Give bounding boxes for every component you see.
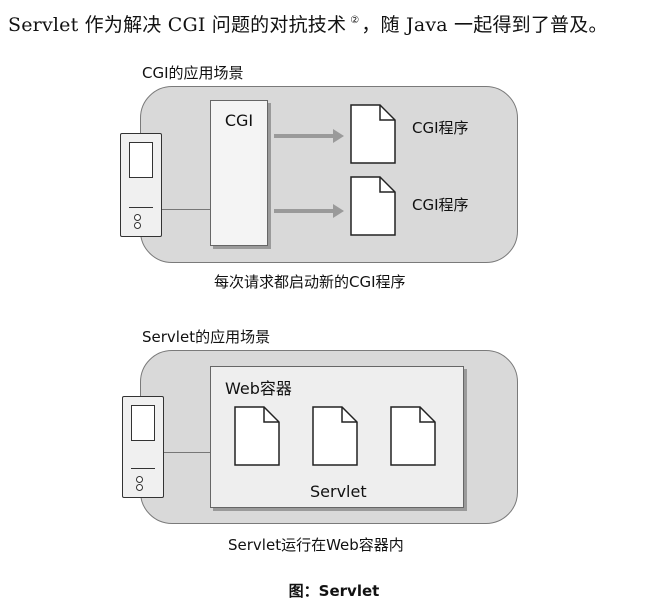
servlet-label: Servlet	[310, 482, 367, 501]
cgi-program-label: CGI程序	[412, 119, 469, 137]
server-icon	[122, 396, 164, 498]
servlet-scene-title: Servlet的应用场景	[142, 328, 271, 346]
server-screen	[129, 142, 153, 178]
document-icon	[390, 406, 436, 466]
server-icon	[120, 133, 162, 237]
intro-text-before: Servlet 作为解决 CGI 问题的对抗技术	[8, 14, 347, 36]
servlet-scene-caption: Servlet运行在Web容器内	[228, 536, 404, 554]
server-connector-line	[160, 209, 210, 210]
cgi-box: CGI	[210, 100, 268, 246]
intro-text-after: ，随 Java 一起得到了普及。	[361, 14, 608, 36]
cgi-scene-caption: 每次请求都启动新的CGI程序	[214, 273, 406, 291]
arrow-right-icon	[274, 129, 344, 143]
cgi-program-label: CGI程序	[412, 196, 469, 214]
server-slot	[131, 468, 155, 469]
server-knob	[136, 476, 143, 483]
footnote-marker: ②	[350, 15, 360, 26]
cgi-box-label: CGI	[224, 111, 254, 130]
document-icon	[234, 406, 280, 466]
document-icon	[312, 406, 358, 466]
server-slot	[129, 207, 153, 208]
document-icon	[350, 176, 396, 236]
server-knob	[134, 222, 141, 229]
server-connector-line	[162, 452, 212, 453]
server-knob	[136, 484, 143, 491]
server-screen	[131, 405, 155, 441]
cgi-scene-panel	[140, 86, 518, 263]
document-icon	[350, 104, 396, 164]
cgi-scene-title: CGI的应用场景	[142, 64, 244, 82]
arrow-right-icon	[274, 204, 344, 218]
server-knob	[134, 214, 141, 221]
web-container-label: Web容器	[225, 379, 292, 398]
figure-caption: 图：Servlet	[288, 582, 380, 600]
